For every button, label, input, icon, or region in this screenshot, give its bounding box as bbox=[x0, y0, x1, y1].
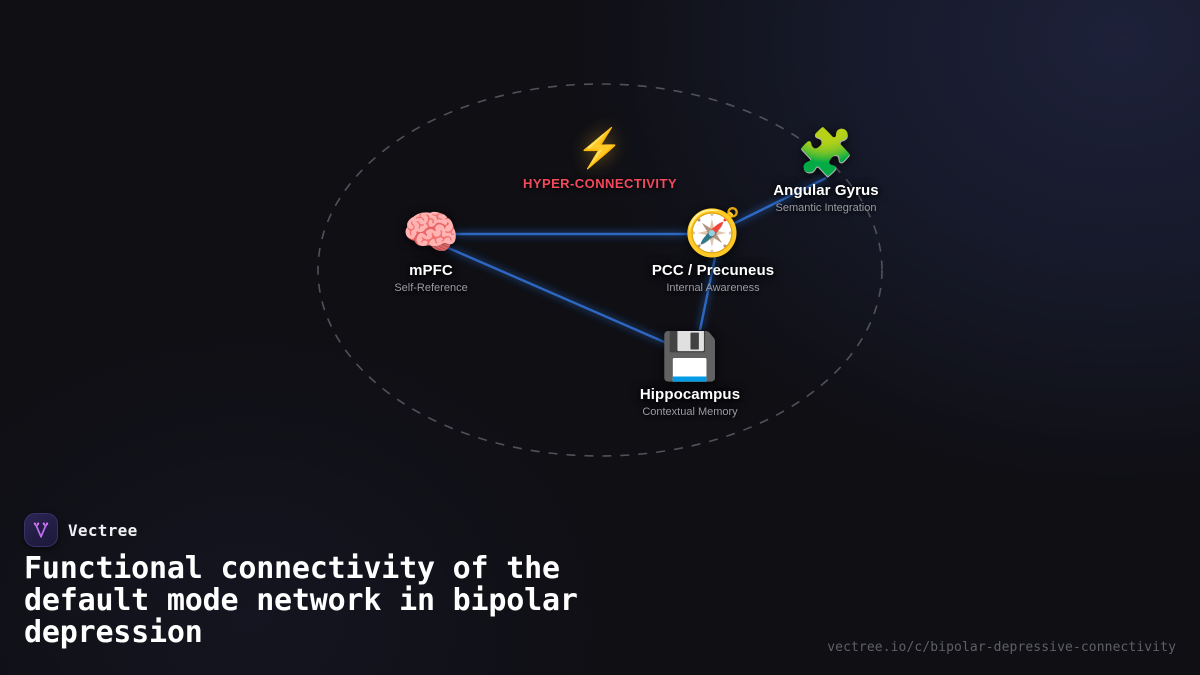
node-mpfc[interactable]: 🧠 mPFC Self-Reference bbox=[331, 206, 531, 294]
edge-group bbox=[436, 176, 827, 347]
network-boundary-ellipse bbox=[317, 83, 883, 457]
high-voltage-icon: ⚡ bbox=[576, 128, 624, 170]
footer: Vectree Functional connectivity of the d… bbox=[0, 490, 1200, 675]
hyper-connectivity-annotation: ⚡ HYPER-CONNECTIVITY bbox=[450, 128, 750, 191]
vectree-logo-icon bbox=[24, 513, 58, 547]
node-label: mPFC bbox=[409, 262, 453, 279]
brand-name: Vectree bbox=[68, 520, 138, 540]
edge-pcc-hippocampus bbox=[698, 247, 719, 331]
node-angular-gyrus[interactable]: 🧩 Angular Gyrus Semantic Integration bbox=[726, 126, 926, 214]
brand-block[interactable]: Vectree bbox=[24, 513, 138, 547]
node-sublabel: Self-Reference bbox=[394, 282, 468, 294]
node-sublabel: Internal Awareness bbox=[666, 282, 760, 294]
floppy-disk-icon: 💾 bbox=[661, 330, 719, 382]
brain-icon: 🧠 bbox=[402, 206, 460, 258]
diagram-edges-layer bbox=[317, 83, 883, 457]
compass-icon: 🧭 bbox=[684, 206, 742, 258]
node-label: PCC / Precuneus bbox=[651, 262, 775, 279]
node-hippocampus[interactable]: 💾 Hippocampus Contextual Memory bbox=[590, 330, 790, 418]
puzzle-piece-icon: 🧩 bbox=[797, 126, 855, 178]
network-diagram: ⚡ HYPER-CONNECTIVITY 🧠 mPFC Self-Referen… bbox=[317, 83, 926, 457]
hyper-connectivity-label: HYPER-CONNECTIVITY bbox=[522, 176, 677, 191]
node-sublabel: Semantic Integration bbox=[775, 202, 877, 214]
node-label: Hippocampus bbox=[639, 386, 741, 403]
edge-pcc-angulargyrus bbox=[728, 176, 827, 228]
node-pcc-precuneus[interactable]: 🧭 PCC / Precuneus Internal Awareness bbox=[613, 206, 813, 294]
footer-url: vectree.io/c/bipolar-depressive-connecti… bbox=[827, 640, 1176, 655]
page-title: Functional connectivity of the default m… bbox=[24, 551, 578, 650]
node-label: Angular Gyrus bbox=[773, 182, 879, 199]
edge-mpfc-hippocampus bbox=[436, 241, 672, 347]
node-sublabel: Contextual Memory bbox=[642, 406, 738, 418]
